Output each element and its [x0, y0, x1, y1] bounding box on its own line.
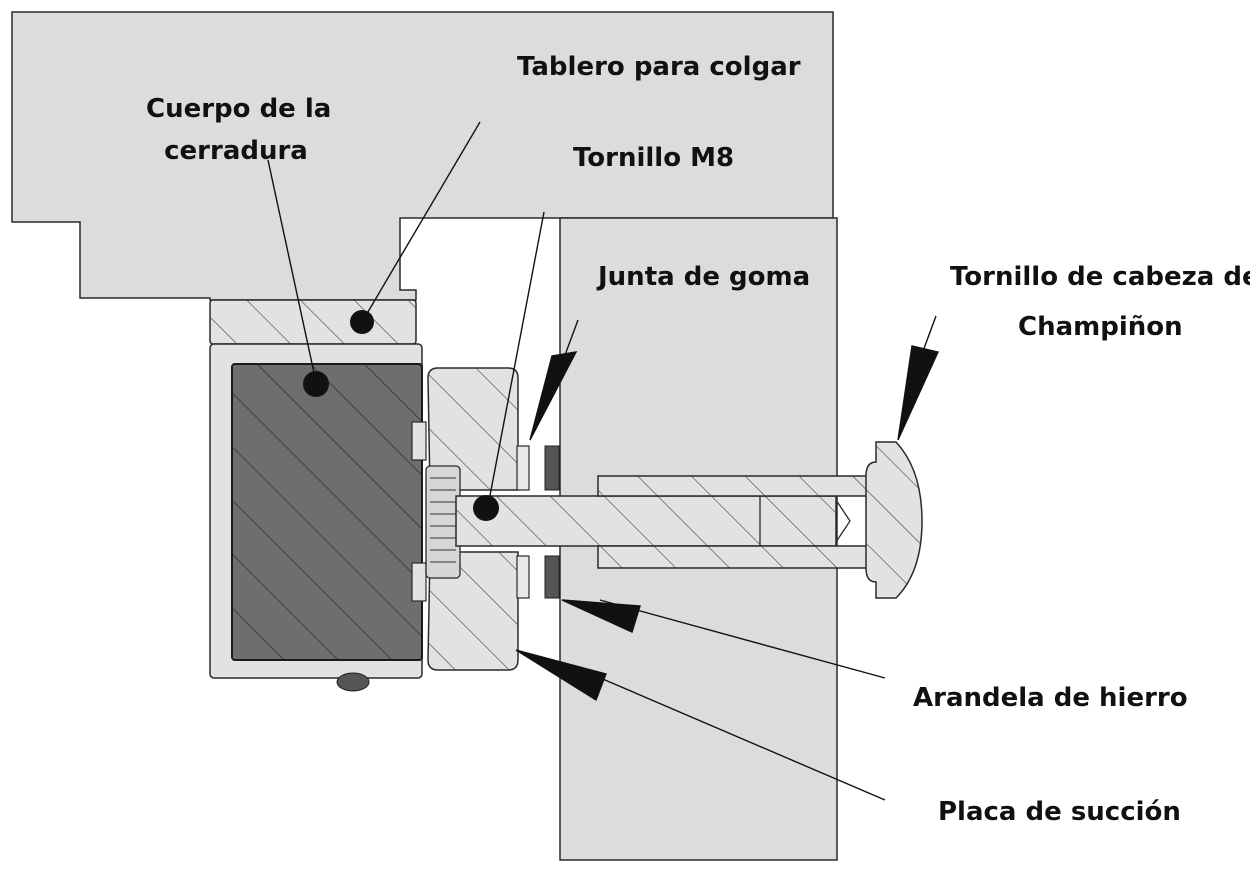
- leader-dot-tablero: [350, 310, 374, 334]
- label-cuerpo-line2: cerradura: [164, 136, 308, 166]
- lock-bottom-knob: [336, 672, 370, 692]
- label-cuerpo: Cuerpo de la cerradura: [146, 94, 332, 166]
- leader-lines: [267, 121, 886, 801]
- iron-washer-top: [544, 445, 560, 491]
- rubber-gasket-top: [516, 445, 530, 491]
- m8-screw-teeth: [430, 477, 456, 563]
- leader-dot-cuerpo: [303, 371, 329, 397]
- m8-screw-head: [425, 465, 461, 579]
- lock-tab-top: [411, 421, 427, 461]
- label-cuerpo-line1: Cuerpo de la: [146, 94, 332, 124]
- leader-arrows: [515, 315, 939, 702]
- label-champinon: Tornillo de cabeza de Champiñon: [950, 262, 1250, 342]
- rubber-gasket-bottom: [516, 555, 530, 599]
- lock-tab-bottom: [411, 562, 427, 602]
- leader-dot-tornillo: [473, 495, 499, 521]
- label-placa: Placa de succión: [938, 797, 1181, 827]
- iron-washer-bottom: [544, 555, 560, 599]
- label-tablero: Tablero para colgar: [517, 52, 801, 82]
- label-junta: Junta de goma: [598, 262, 811, 292]
- label-champinon-line1: Tornillo de cabeza de: [950, 262, 1250, 292]
- label-champinon-line2: Champiñon: [1018, 312, 1183, 342]
- label-arandela: Arandela de hierro: [913, 683, 1188, 713]
- label-tornillo-m8: Tornillo M8: [573, 143, 735, 173]
